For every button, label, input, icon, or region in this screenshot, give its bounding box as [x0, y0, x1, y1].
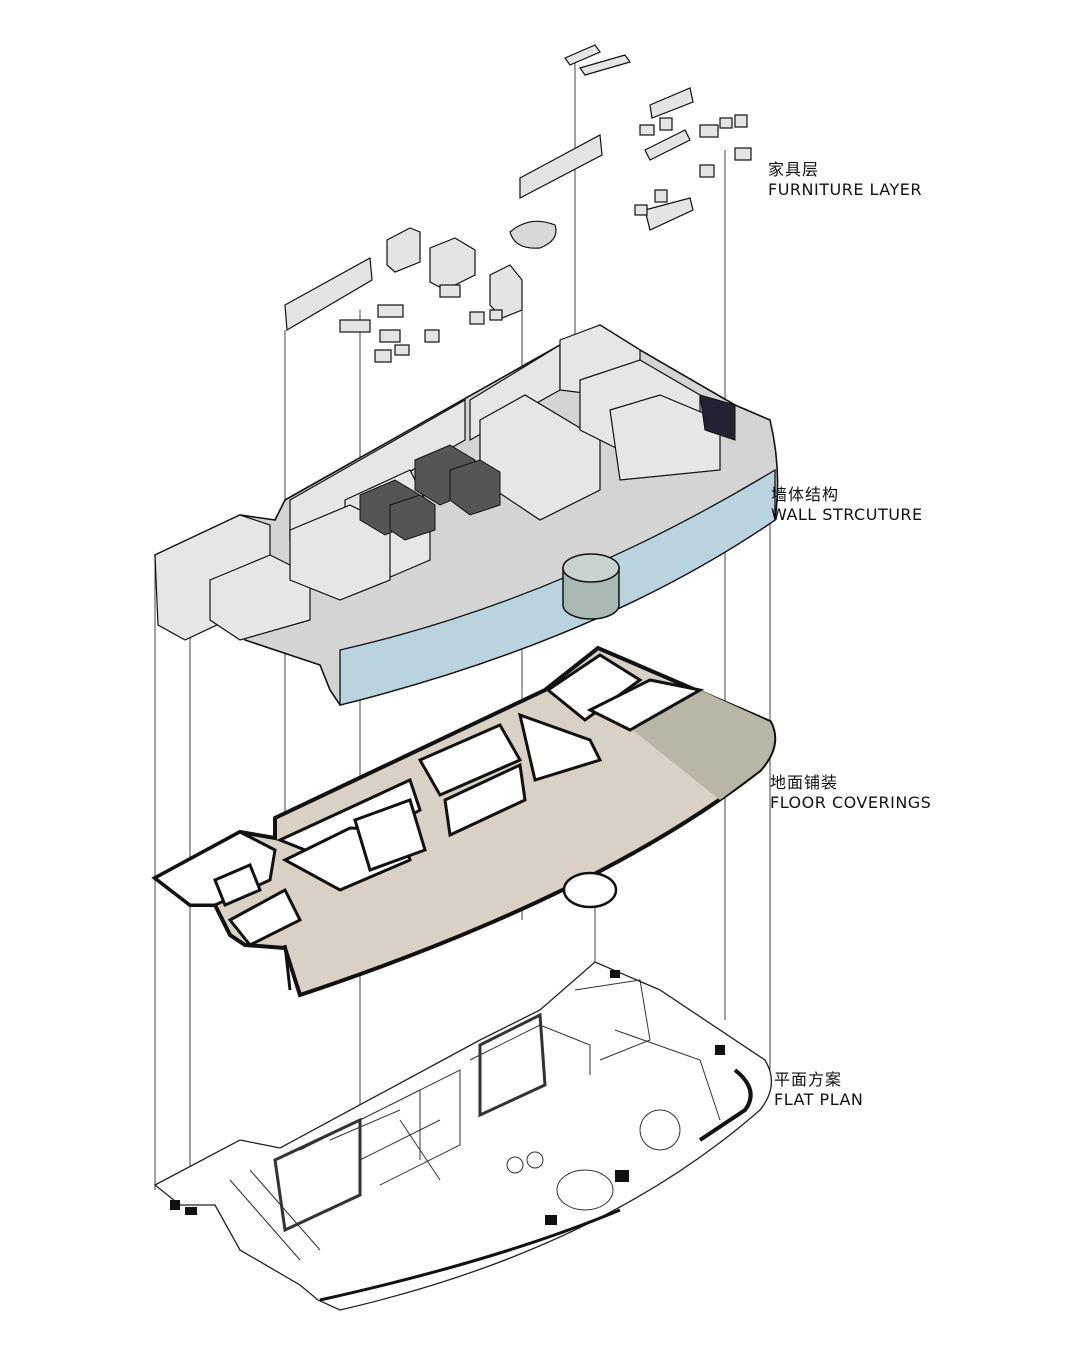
- cylinder-glass-core: [562, 553, 620, 620]
- floor-coverings-label-en: FLOOR COVERINGS: [770, 793, 932, 812]
- wall-structure-label: 墙体结构 WALL STRCUTURE: [771, 485, 923, 525]
- wall-structure-layer: [154, 324, 779, 706]
- floor-coverings-label: 地面铺装 FLOOR COVERINGS: [770, 773, 931, 813]
- wall-structure-label-en: WALL STRCUTURE: [771, 505, 923, 524]
- furniture-layer-label-cn: 家具层: [768, 160, 820, 179]
- floor-coverings-layer: [151, 645, 777, 998]
- furniture-layer-label: 家具层 FURNITURE LAYER: [768, 160, 922, 200]
- wall-structure-label-cn: 墙体结构: [771, 485, 840, 504]
- floor-coverings-label-cn: 地面铺装: [770, 773, 839, 792]
- flat-plan-label: 平面方案 FLAT PLAN: [774, 1070, 863, 1110]
- flat-plan-label-en: FLAT PLAN: [774, 1090, 864, 1109]
- flat-plan-layer: [153, 961, 772, 1311]
- furniture-layer-label-en: FURNITURE LAYER: [768, 180, 922, 199]
- furniture-layer: [284, 44, 752, 363]
- flat-plan-label-cn: 平面方案: [774, 1070, 843, 1089]
